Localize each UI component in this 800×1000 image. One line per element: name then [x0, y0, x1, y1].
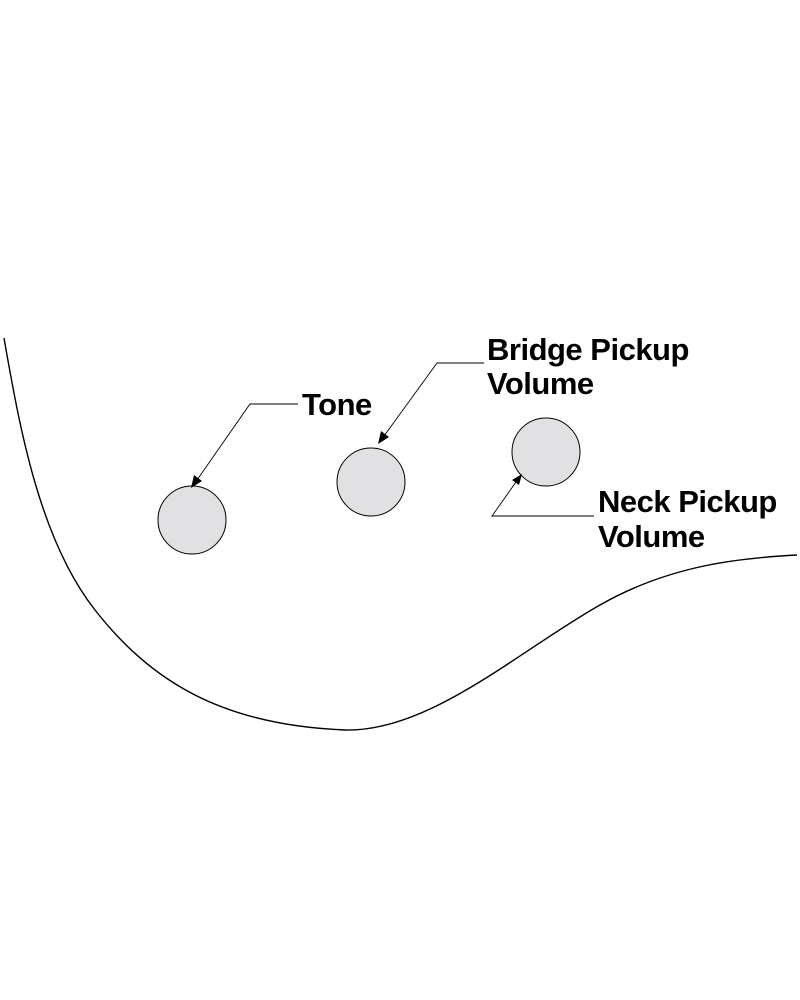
neck-pickup-label-line2: Volume	[598, 519, 705, 554]
bridge-pickup-label-line1: Bridge Pickup	[487, 332, 689, 367]
neck-pickup-volume-knob	[511, 417, 581, 487]
tone-arrowhead	[191, 475, 202, 488]
bridge-pickup-volume-knob	[336, 447, 406, 517]
tone-label: Tone	[302, 387, 372, 422]
guitar-body-outline	[3, 337, 798, 731]
tone-knob	[157, 485, 227, 555]
neck-leader-line	[491, 481, 594, 517]
bridge-arrowhead	[378, 431, 389, 444]
bridge-pickup-label-line2: Volume	[487, 366, 594, 401]
tone-leader-line	[196, 403, 298, 481]
neck-arrowhead	[512, 474, 522, 485]
bridge-leader-line	[383, 362, 484, 437]
neck-pickup-label-line1: Neck Pickup	[598, 484, 777, 519]
